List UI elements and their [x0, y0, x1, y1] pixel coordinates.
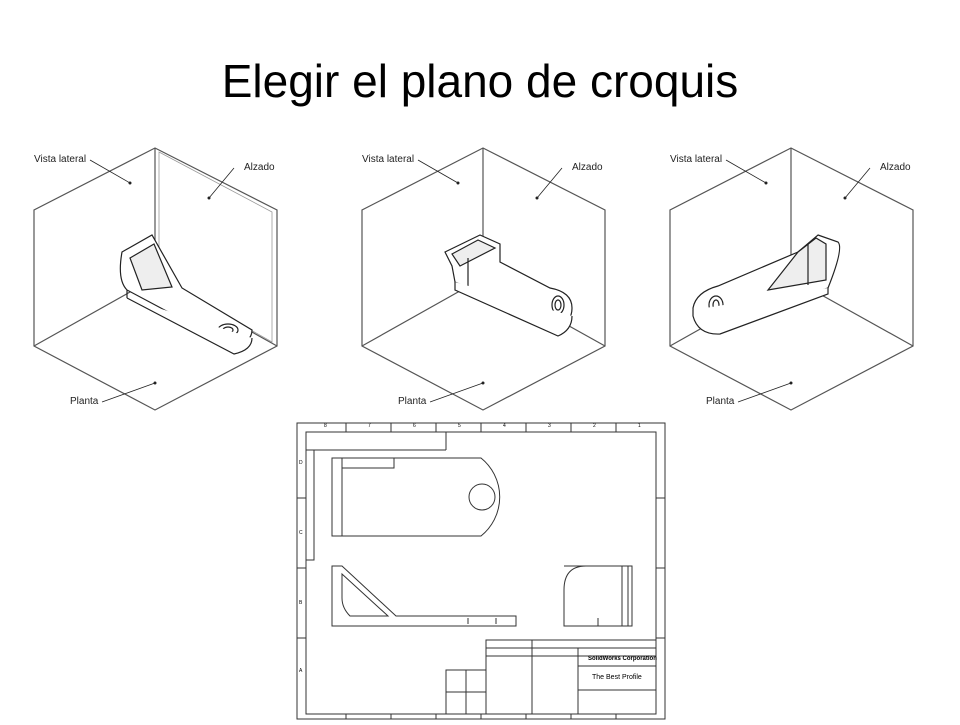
isometric-view-1: Vista lateral Alzado Planta: [12, 140, 312, 420]
bracket-part-2: [444, 234, 573, 337]
side-view-label-3: Vista lateral: [670, 154, 723, 165]
slide-title: Elegir el plano de croquis: [221, 55, 739, 107]
zone-number-7: 7: [368, 423, 371, 429]
company-name: SolidWorks Corporation: [588, 656, 657, 662]
bracket-part-3: [692, 234, 841, 335]
top-view-label-3: Planta: [706, 396, 735, 407]
zone-number-6: 6: [413, 423, 416, 429]
zone-number-3: 3: [548, 423, 551, 429]
front-view-label-3: Alzado: [880, 162, 911, 173]
zone-number-5: 5: [458, 423, 461, 429]
isometric-box-3: [669, 147, 914, 411]
isometric-box-1: [33, 147, 278, 411]
top-view-label-2: Planta: [398, 396, 427, 407]
drawing-sheet: [296, 422, 666, 720]
zone-letter-c: C: [299, 530, 303, 536]
zone-number-2: 2: [593, 423, 596, 429]
isometric-view-2: Vista lateral Alzado Planta: [340, 140, 640, 420]
zone-number-4: 4: [503, 423, 506, 429]
zone-number-1: 1: [638, 423, 641, 429]
zone-letter-b: B: [299, 600, 303, 606]
bracket-part-1: [119, 234, 253, 355]
zone-letter-d: D: [299, 460, 303, 466]
front-view-label-2: Alzado: [572, 162, 603, 173]
part-title: The Best Profile: [592, 674, 642, 681]
front-view-label-1: Alzado: [244, 162, 275, 173]
isometric-view-3: Vista lateral Alzado Planta: [648, 140, 948, 420]
zone-number-8: 8: [324, 423, 327, 429]
engineering-drawing: 8 7 6 5 4 3 2 1 D C B A SolidWorks Corpo…: [296, 422, 666, 720]
top-view-label-1: Planta: [70, 396, 99, 407]
isometric-box-2: [361, 147, 606, 411]
side-view-label-2: Vista lateral: [362, 154, 415, 165]
zone-letter-a: A: [299, 668, 303, 674]
side-view-label-1: Vista lateral: [34, 154, 87, 165]
